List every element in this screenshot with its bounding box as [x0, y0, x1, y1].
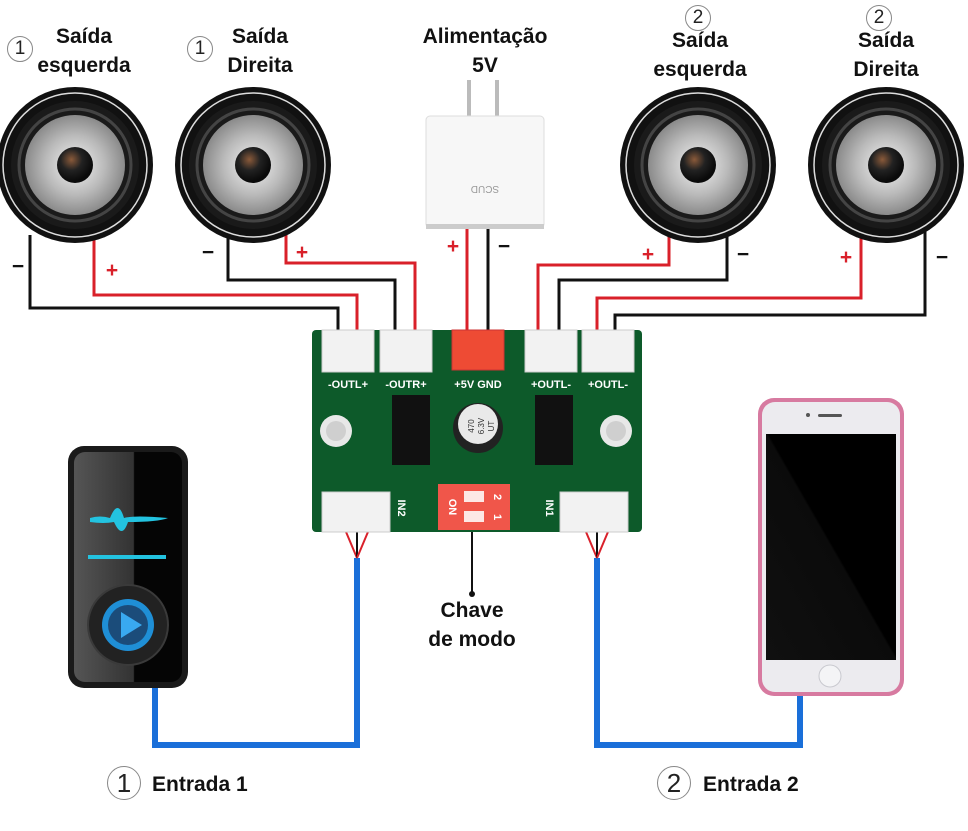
connector-outr-1	[379, 329, 433, 373]
number-badge: 2	[866, 5, 892, 31]
mode-switch-label: Chave de modo	[416, 596, 528, 654]
connector-label: +5V GND	[454, 379, 501, 391]
label-line: Saída	[671, 29, 729, 52]
plus-sign: +	[105, 259, 119, 282]
connector-label: -OUTR+	[385, 379, 426, 391]
label-line: Saída	[55, 25, 113, 48]
plus-sign: +	[641, 243, 655, 266]
label-line: esquerda	[653, 58, 747, 81]
switch-position-label: 1	[491, 514, 503, 520]
connector-label: +OUTL-	[588, 379, 628, 391]
connector-in2	[321, 491, 391, 533]
amplifier-chip-2	[535, 395, 573, 465]
amplifier-board: -OUTL+ -OUTR+ +5V GND +OUTL- +OUTL- 470 …	[312, 329, 642, 533]
mp3-player-icon	[68, 446, 188, 688]
number-badge: 2	[685, 5, 711, 31]
usb-charger-icon: SCUD	[425, 80, 545, 229]
capacitor-label: 470	[467, 419, 476, 433]
switch-on-label: ON	[446, 499, 458, 516]
speaker-1-right-wires	[226, 235, 417, 340]
plus-sign: +	[839, 246, 853, 269]
label-line: Alimentação	[422, 25, 548, 48]
connector-outl-2	[524, 329, 578, 373]
connector-power	[451, 329, 505, 371]
plus-sign: +	[446, 235, 460, 258]
label-line: Chave	[440, 599, 504, 622]
speaker-1-right-icon	[175, 87, 331, 243]
capacitor-label: UT	[487, 421, 496, 432]
connector-label: +OUTL-	[531, 379, 571, 391]
speaker-2-right-icon	[808, 87, 964, 243]
input-label: IN2	[395, 499, 407, 516]
minus-sign: −	[497, 235, 511, 258]
switch-position-label: 2	[491, 494, 503, 500]
label-line: de modo	[428, 628, 516, 651]
input-label: IN1	[543, 499, 555, 516]
switch-toggle-2	[464, 491, 484, 502]
label-line: Direita	[227, 54, 293, 77]
charger-brand: SCUD	[471, 183, 499, 194]
speaker-1-left-icon	[0, 87, 153, 243]
label-line: esquerda	[37, 54, 131, 77]
capacitor-label: 6.3V	[477, 417, 486, 434]
label-line: 5V	[472, 54, 498, 77]
power-label: Alimentação 5V	[402, 22, 568, 80]
number-badge: 1	[187, 36, 213, 62]
minus-sign: −	[11, 255, 25, 278]
connector-outl-3	[581, 329, 635, 373]
minus-sign: −	[201, 241, 215, 264]
speaker-2-right-wires	[595, 228, 927, 340]
speaker-2-left-wires	[536, 235, 729, 340]
smartphone-icon	[758, 398, 904, 696]
label-line: Saída	[857, 29, 915, 52]
mode-switch[interactable]: ON 2 1	[438, 484, 510, 530]
speaker-1-left-label: Saída esquerda	[28, 22, 140, 80]
power-wires	[465, 228, 490, 338]
amplifier-chip-1	[392, 395, 430, 465]
switch-toggle-1	[464, 511, 484, 522]
speaker-1-right-label: Saída Direita	[215, 22, 305, 80]
plus-sign: +	[295, 241, 309, 264]
speaker-2-left-label: Saída esquerda	[640, 26, 760, 84]
minus-sign: −	[935, 246, 949, 269]
label-line: Direita	[853, 58, 919, 81]
number-badge: 1	[7, 36, 33, 62]
minus-sign: −	[736, 243, 750, 266]
input-1-label: Entrada 1	[152, 773, 248, 796]
connector-label: -OUTL+	[328, 379, 368, 391]
speaker-2-left-icon	[620, 87, 776, 243]
input-2-label: Entrada 2	[703, 773, 799, 796]
connector-in1	[559, 491, 629, 533]
number-badge: 1	[107, 766, 141, 800]
number-badge: 2	[657, 766, 691, 800]
speaker-2-right-label: Saída Direita	[836, 26, 936, 84]
speaker-1-left-wires	[28, 235, 359, 340]
label-line: Saída	[231, 25, 289, 48]
connector-outl-1	[321, 329, 375, 373]
